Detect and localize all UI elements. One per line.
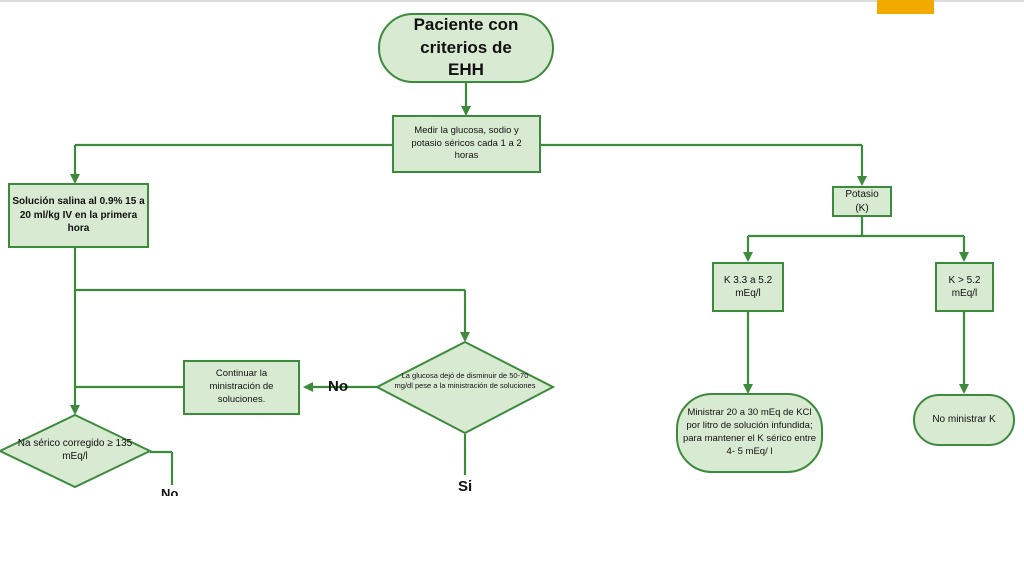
na-decision-label: Na sérico corregido ≥ 135 mEq/l	[17, 438, 133, 462]
k-high-node: K > 5.2 mEq/l	[935, 262, 994, 312]
continuar-node-label: Continuar la ministración de soluciones.	[209, 368, 274, 405]
no-ministrar-node: No ministrar K	[913, 394, 1015, 446]
label-si-glucosa: Si	[458, 478, 473, 495]
ministrar-node-label: Ministrar 20 a 30 mEq de KCl por litro d…	[682, 407, 817, 457]
saline-node-label: Solución salina al 0.9% 15 a 20 ml/kg IV…	[12, 196, 145, 235]
potasio-node-label: Potasio (K)	[845, 189, 879, 214]
orange-accent-tab	[877, 0, 934, 14]
na-decision-diamond	[0, 413, 153, 489]
glucosa-decision-diamond	[374, 340, 556, 435]
ministrar-node: Ministrar 20 a 30 mEq de KCl por litro d…	[676, 393, 823, 473]
top-divider	[0, 0, 1024, 2]
k-high-node-label: K > 5.2 mEq/l	[948, 274, 981, 300]
label-no-glucosa: No	[328, 378, 348, 395]
k-range-node-label: K 3.3 a 5.2 mEq/l	[723, 274, 773, 300]
measure-node: Medir la glucosa, sodio y potasio sérico…	[392, 115, 541, 173]
label-no-na: No	[161, 486, 179, 496]
glucosa-decision-label: La glucosa dejó de disminuir de 50-70 mg…	[394, 371, 536, 390]
continuar-node: Continuar la ministración de soluciones.	[183, 360, 300, 415]
potasio-node: Potasio (K)	[832, 186, 892, 217]
start-node-label: Paciente con criterios de EHH	[413, 14, 519, 80]
no-ministrar-node-label: No ministrar K	[932, 414, 996, 426]
start-node: Paciente con criterios de EHH	[378, 13, 554, 83]
k-range-node: K 3.3 a 5.2 mEq/l	[712, 262, 784, 312]
measure-node-label: Medir la glucosa, sodio y potasio sérico…	[411, 124, 522, 162]
saline-node: Solución salina al 0.9% 15 a 20 ml/kg IV…	[8, 183, 149, 248]
